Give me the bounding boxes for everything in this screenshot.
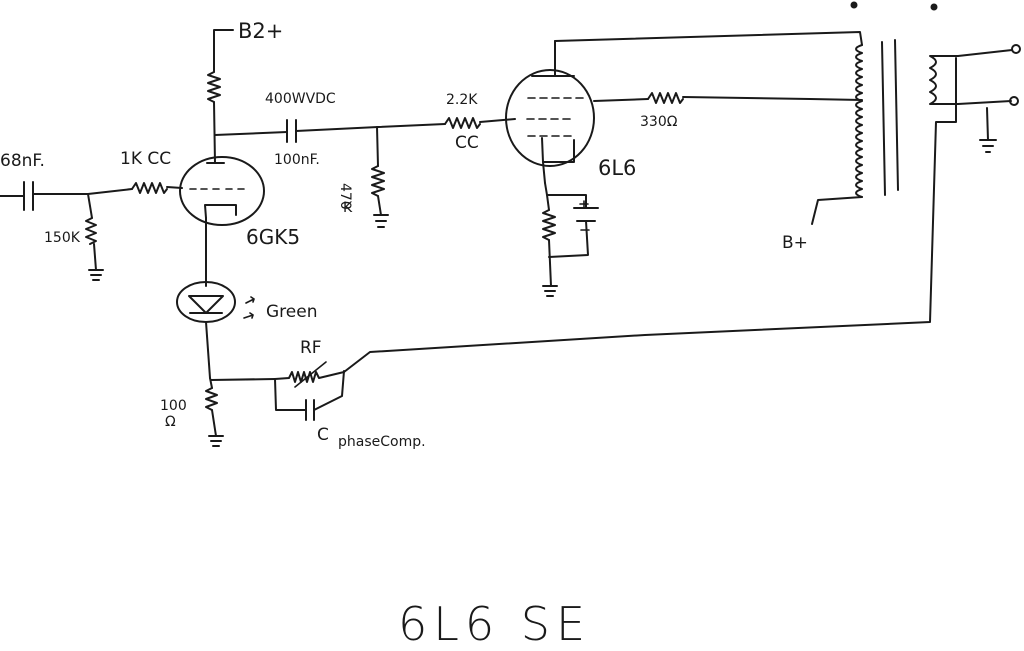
label-c-phase: C bbox=[317, 425, 329, 445]
label-b2plus: B2+ bbox=[238, 19, 283, 43]
speaker-terminals bbox=[1009, 44, 1021, 106]
label-330: 330Ω bbox=[640, 114, 678, 130]
label-1kcc: 1K CC bbox=[120, 149, 171, 169]
feedback-network bbox=[210, 57, 957, 421]
label-470: 470 bbox=[337, 183, 353, 210]
label-6gk5: 6GK5 bbox=[246, 225, 300, 249]
label-100nf: 100nF. bbox=[274, 152, 320, 168]
plate-resistor-6gk5 bbox=[207, 71, 221, 164]
grid-resistor-470k bbox=[371, 126, 389, 228]
input-wire-to-grid bbox=[87, 182, 183, 195]
diagram-title: 6L6 SE bbox=[398, 597, 591, 651]
green-led bbox=[176, 281, 255, 379]
label-100: 100 bbox=[160, 398, 187, 414]
label-phase-comp: phaseComp. bbox=[338, 434, 426, 450]
label-68nf: 68nF. bbox=[0, 151, 45, 171]
label-100-ohm: Ω bbox=[165, 414, 176, 430]
corner-dot-right bbox=[930, 3, 938, 11]
label-470-k: K bbox=[343, 200, 353, 216]
tube-6l6 bbox=[505, 40, 595, 184]
grid-resistor-150k bbox=[85, 193, 104, 281]
output-transformer bbox=[554, 31, 1013, 225]
label-2-2k: 2.2K bbox=[446, 92, 478, 108]
label-150k: 150K bbox=[44, 230, 81, 246]
label-6l6: 6L6 bbox=[598, 156, 636, 180]
cathode-resistor-100 bbox=[205, 377, 224, 447]
coupling-capacitor-100nf bbox=[214, 119, 379, 143]
input-capacitor-68nf bbox=[0, 181, 89, 211]
label-400wvdc: 400WVDC bbox=[265, 91, 336, 107]
cathode-bypass-6l6 bbox=[542, 182, 599, 297]
tube-6gk5 bbox=[179, 156, 265, 287]
grid-stopper-2-2k bbox=[377, 117, 516, 129]
label-rf: RF bbox=[300, 338, 322, 358]
b2-supply-line bbox=[213, 29, 234, 73]
label-cc-right: CC bbox=[455, 133, 479, 153]
corner-dot-left bbox=[850, 1, 858, 9]
screen-resistor-330 bbox=[593, 92, 863, 104]
label-green: Green bbox=[266, 302, 317, 322]
label-bplus: B+ bbox=[782, 233, 808, 253]
